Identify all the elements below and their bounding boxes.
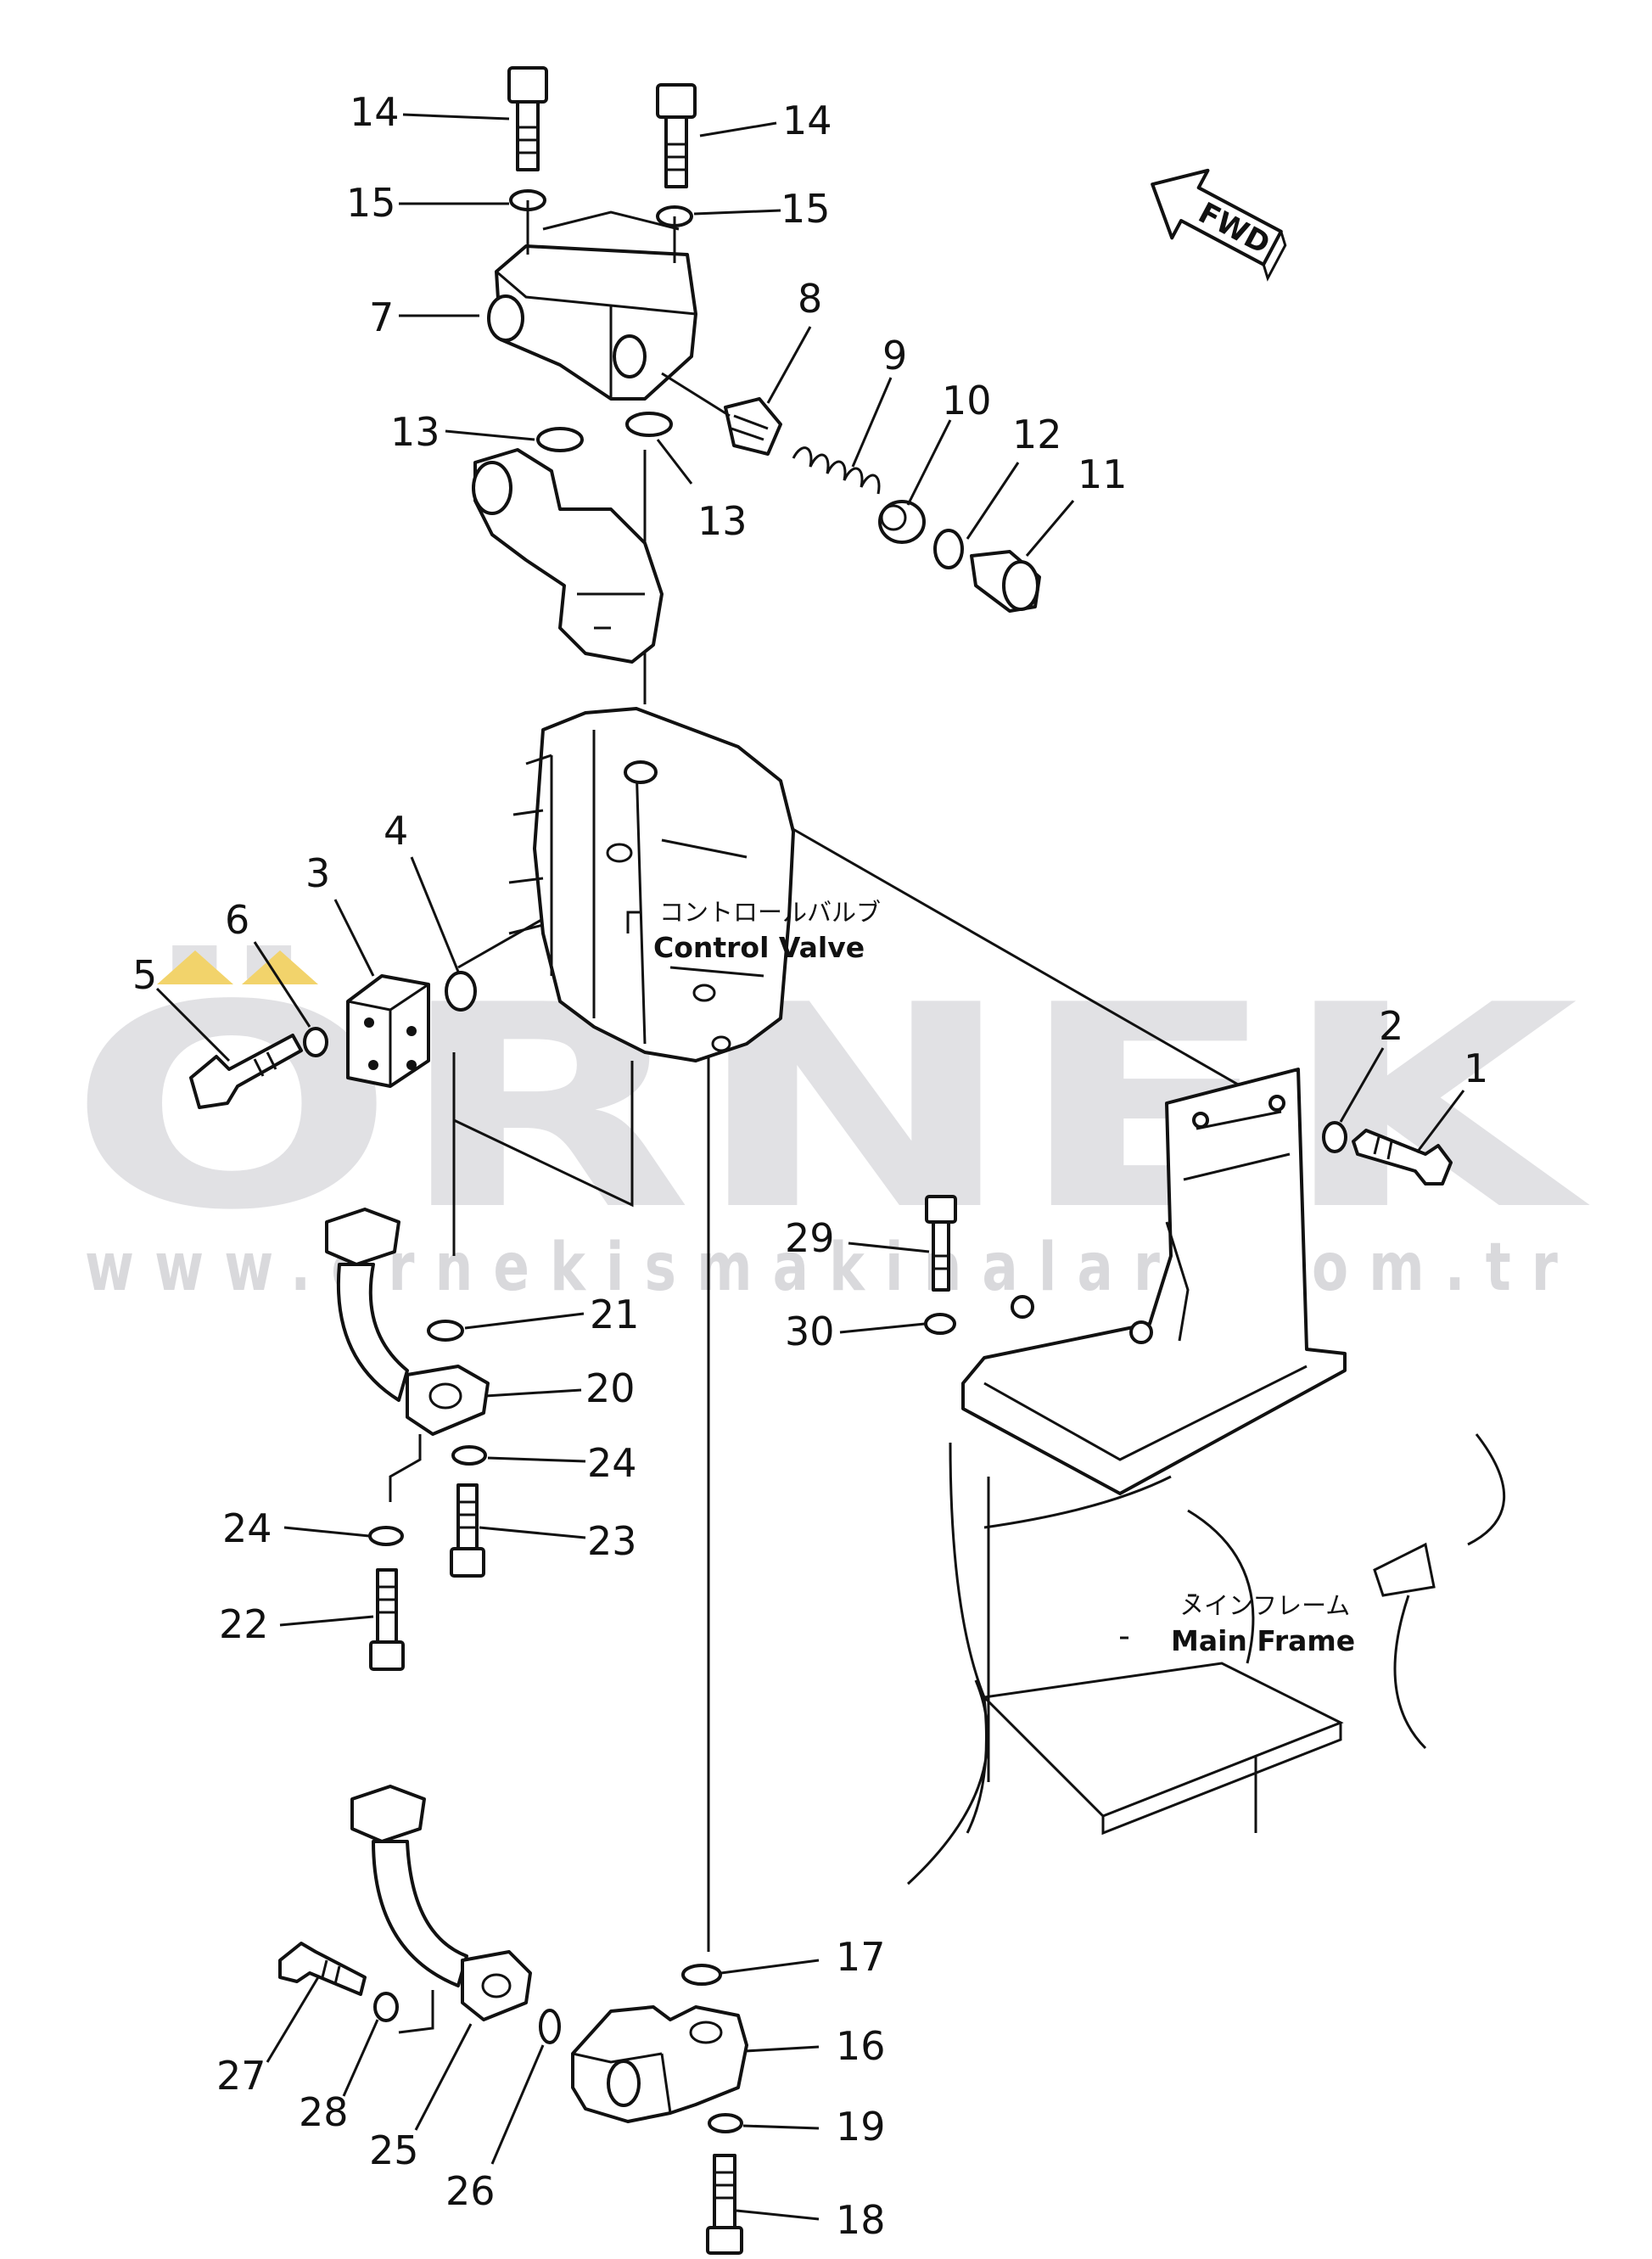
pipe-20 [325, 1208, 490, 1502]
o-ring-13-right [625, 412, 673, 437]
leader-lines [155, 113, 1465, 2221]
callout-18: 18 [836, 2197, 886, 2243]
check-valve-8 [661, 372, 782, 456]
main-frame-label: メインフレーム Main Frame [1171, 1591, 1355, 1657]
callout-29: 29 [785, 1215, 835, 1261]
main-frame [906, 1433, 1505, 1886]
watermark: ÖRNEK www.ornekismakinalari.com.tr [68, 943, 1593, 1306]
callout-2: 2 [1379, 1003, 1403, 1049]
o-ring-21 [427, 1320, 464, 1342]
watermark-accent-right [242, 950, 318, 984]
callout-17: 17 [836, 1934, 886, 1980]
poppet-10 [878, 500, 926, 544]
callout-30: 30 [785, 1309, 835, 1354]
callout-13: 13 [697, 498, 748, 544]
bolt-5 [189, 1034, 303, 1109]
washer-24-upper [451, 1445, 487, 1466]
main-frame-label-en: Main Frame [1171, 1624, 1355, 1657]
callout-9: 9 [882, 333, 907, 378]
main-frame-label-jp: メインフレーム [1179, 1591, 1350, 1620]
control-valve-label-jp: コントロールバルブ [659, 898, 881, 927]
washer-24-lower [368, 1526, 404, 1546]
bolt-29 [925, 1195, 957, 1292]
callout-20: 20 [585, 1365, 636, 1411]
callout-28: 28 [299, 2089, 349, 2135]
callout-1: 1 [1464, 1045, 1488, 1091]
callouts: 14 14 15 15 7 8 9 10 12 11 13 13 4 3 6 5… [132, 89, 1488, 2243]
callout-14: 14 [350, 89, 400, 135]
callout-19: 19 [836, 2104, 886, 2150]
callout-3: 3 [305, 850, 330, 896]
callout-21: 21 [590, 1292, 640, 1337]
block-16 [571, 2005, 748, 2123]
callout-23: 23 [587, 1518, 637, 1564]
callout-27: 27 [216, 2053, 266, 2099]
callout-13: 13 [390, 409, 440, 455]
control-valve-body [508, 707, 795, 1062]
o-ring-4 [445, 971, 477, 1012]
washer-6 [303, 1027, 328, 1057]
callout-25: 25 [369, 2127, 419, 2173]
washer-2 [1322, 1121, 1347, 1153]
callout-14: 14 [782, 98, 832, 143]
bolt-1 [1352, 1129, 1453, 1186]
watermark-accent-left [157, 950, 233, 984]
adapter-block-upper [472, 448, 664, 664]
washer-19 [708, 2113, 743, 2133]
bolt-14-right [656, 83, 697, 188]
assembly-lines [452, 450, 1257, 1952]
o-ring-13-left [536, 427, 584, 452]
callout-15: 15 [781, 186, 831, 232]
bolt-14-left [507, 66, 548, 171]
callout-6: 6 [225, 897, 249, 943]
callout-15: 15 [346, 180, 396, 226]
washer-28 [373, 1992, 399, 2022]
callout-24: 24 [222, 1505, 272, 1551]
bolt-18 [706, 2154, 743, 2255]
callout-24: 24 [587, 1440, 637, 1486]
forward-arrow-icon: FWD [1151, 168, 1287, 282]
callout-26: 26 [445, 2168, 496, 2214]
callout-11: 11 [1078, 451, 1128, 497]
pipe-25 [350, 1785, 532, 2034]
callout-5: 5 [132, 952, 157, 998]
callout-16: 16 [836, 2023, 886, 2069]
o-ring-12 [933, 529, 964, 569]
callout-7: 7 [369, 294, 394, 340]
main-frame-bracket [961, 1068, 1347, 1495]
bolt-23 [450, 1483, 485, 1578]
control-valve-label: コントロールバルブ Control Valve [653, 898, 881, 964]
watermark-brand: ÖRNEK [68, 943, 1593, 1271]
callout-4: 4 [384, 808, 408, 854]
bolt-27 [278, 1942, 367, 1996]
callout-10: 10 [942, 378, 992, 423]
plug-11 [970, 550, 1041, 613]
washer-30 [924, 1313, 956, 1335]
valve-block-7 [487, 200, 697, 401]
bolt-22 [369, 1568, 405, 1671]
callout-12: 12 [1012, 412, 1062, 457]
callout-8: 8 [798, 276, 822, 322]
control-valve-label-en: Control Valve [653, 931, 865, 964]
callout-22: 22 [219, 1601, 269, 1647]
o-ring-26 [539, 2009, 561, 2044]
o-ring-17 [681, 1964, 722, 1986]
block-3 [346, 974, 430, 1088]
spring-9 [792, 446, 881, 495]
